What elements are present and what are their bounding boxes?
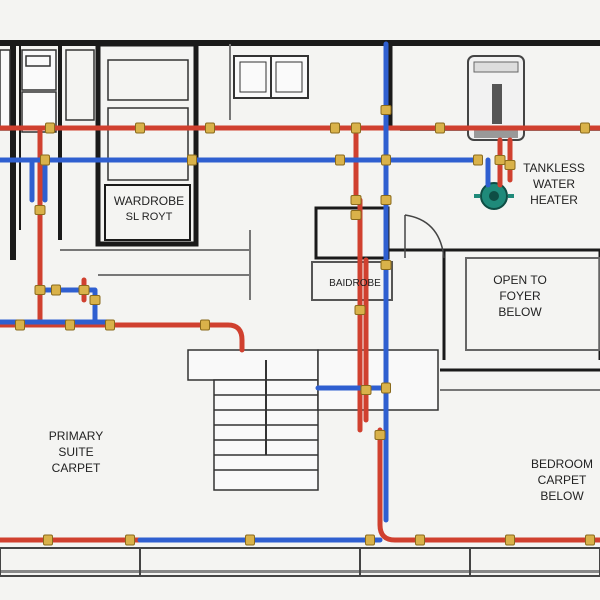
wardrobe-label-line2: SL ROYT (125, 211, 173, 223)
linen-cabinet (0, 49, 57, 133)
pipe-fitting (365, 534, 375, 546)
tankless-label-line3: HEATER (530, 193, 578, 207)
bedroom-label-line2: CARPET (537, 473, 587, 487)
pipe-fitting (125, 534, 135, 546)
pipe-fitting (374, 430, 386, 440)
pipe-fitting (200, 319, 210, 331)
tankless-label-line1: TANKLESS (523, 161, 585, 175)
pipe-fitting (351, 122, 361, 134)
pipe-fitting (40, 154, 50, 166)
pipe-fitting (380, 260, 392, 270)
primary-label-line3: CARPET (51, 461, 101, 475)
pipe-fitting (89, 295, 101, 305)
pipe-fitting (205, 122, 215, 134)
pipe-fitting (187, 154, 197, 166)
pipe-fitting (381, 154, 391, 166)
pipe-fitting (380, 195, 392, 205)
pipe-fitting (34, 205, 46, 215)
foyer-label-line3: BELOW (498, 305, 542, 319)
tankless-heater-label: TANKLESS WATER HEATER (512, 160, 596, 208)
pipe-fitting (15, 319, 25, 331)
bathroom-label-text: BAIDROBE (329, 278, 381, 289)
pipe-fitting (585, 534, 595, 546)
pipe-fitting (45, 122, 55, 134)
bathroom-label: BAIDROBE (318, 276, 392, 292)
pipe-fitting (380, 105, 392, 115)
tankless-water-heater (467, 55, 525, 141)
wardrobe-label-line1: WARDROBE (113, 194, 185, 208)
bedroom-label-line3: BELOW (540, 489, 584, 503)
pipe-fitting (350, 210, 362, 220)
tankless-label-line2: WATER (533, 177, 575, 191)
wardrobe-label: WARDROBE SL ROYT (104, 193, 194, 225)
pipe-fitting (105, 319, 115, 331)
pipe-fitting (78, 285, 90, 295)
pipe-fittings (15, 105, 595, 546)
pipe-fitting (360, 385, 372, 395)
pipe-fitting (43, 534, 53, 546)
bedroom-label: BEDROOM CARPET BELOW (520, 456, 600, 504)
pipe-fitting (415, 534, 425, 546)
pipe-fitting (505, 534, 515, 546)
pipe-fitting (435, 122, 445, 134)
pipe-fitting (473, 154, 483, 166)
pipe-fitting (580, 122, 590, 134)
primary-suite-label: PRIMARY SUITE CARPET (36, 428, 116, 476)
pipe-fitting (335, 154, 345, 166)
primary-label-line1: PRIMARY (48, 429, 104, 443)
foyer-label-line1: OPEN TO (493, 273, 547, 287)
pipe-fitting (381, 382, 391, 394)
pipe-fitting (354, 305, 366, 315)
bedroom-label-line1: BEDROOM (530, 457, 593, 471)
open-to-foyer-label: OPEN TO FOYER BELOW (478, 272, 562, 320)
primary-label-line2: SUITE (58, 445, 94, 459)
door-swing (404, 214, 445, 259)
window (233, 55, 309, 99)
pipe-fitting (504, 160, 516, 170)
lower-baseboards (0, 547, 600, 577)
pipe-fitting (51, 284, 61, 296)
pipe-fitting (330, 122, 340, 134)
cold-water-pipes (0, 41, 491, 543)
staircase (187, 349, 439, 491)
foyer-label-line2: FOYER (499, 289, 541, 303)
exterior-walls (0, 40, 600, 573)
pipe-fitting (135, 122, 145, 134)
pipe-fitting (245, 534, 255, 546)
pipe-fitting (65, 319, 75, 331)
wardrobe-shelves (65, 49, 189, 181)
pipe-fitting (34, 285, 46, 295)
pipe-fitting (350, 195, 362, 205)
circulator-pump (474, 182, 514, 210)
pipe-fitting (494, 155, 506, 165)
